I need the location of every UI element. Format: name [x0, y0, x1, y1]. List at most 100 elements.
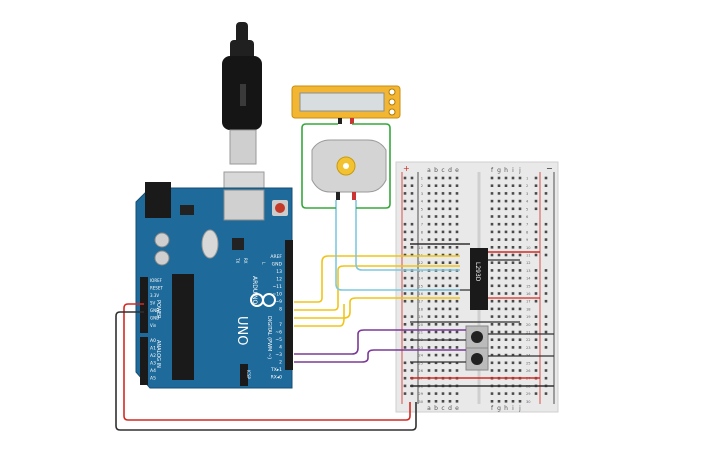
- rail-hole: [544, 253, 548, 257]
- bb-hole: [490, 346, 494, 349]
- bb-hole: [455, 276, 459, 280]
- bb-hole: [518, 215, 522, 218]
- col-letter: e: [455, 405, 459, 412]
- bb-hole: [448, 207, 452, 211]
- rail-hole: [410, 330, 414, 334]
- arduino-uno-board[interactable]: ARDUINO UNO DIGITAL (PWM ~) POWER ANALOG…: [135, 182, 293, 389]
- usb-cable[interactable]: [222, 22, 265, 209]
- row-number: 10: [526, 246, 531, 250]
- bb-hole: [504, 207, 508, 211]
- lcd-display[interactable]: [291, 85, 401, 124]
- bb-hole: [434, 215, 438, 218]
- bb-hole: [441, 276, 445, 280]
- bb-hole: [497, 192, 501, 195]
- dc-motor[interactable]: [311, 139, 387, 200]
- bb-hole: [448, 176, 452, 180]
- bb-hole: [504, 253, 508, 257]
- bb-hole: [441, 184, 445, 187]
- rail-hole: [410, 238, 414, 241]
- rail-hole: [403, 369, 407, 372]
- ic-label: L293D: [474, 262, 481, 282]
- rail-hole: [544, 269, 548, 272]
- bb-hole: [504, 400, 508, 403]
- bb-hole: [497, 222, 501, 226]
- bb-hole: [490, 284, 494, 288]
- bb-hole: [490, 330, 494, 334]
- pin-label: 5V: [150, 301, 156, 306]
- pin-label: 12: [276, 277, 282, 283]
- bb-hole: [518, 199, 522, 203]
- row-number: 6: [526, 215, 529, 219]
- row-number: 18: [418, 307, 423, 311]
- bb-hole: [511, 299, 515, 303]
- bb-hole: [518, 253, 522, 257]
- pin-label: ~10: [273, 292, 283, 298]
- bb-hole: [455, 230, 459, 234]
- rail-hole: [410, 192, 414, 195]
- row-number: 6: [421, 215, 424, 219]
- push-button-1[interactable]: [465, 325, 489, 349]
- bb-hole: [427, 353, 431, 357]
- l293d-ic[interactable]: L293D: [470, 248, 488, 310]
- bb-hole: [455, 315, 459, 318]
- bb-hole: [441, 261, 445, 264]
- bb-hole: [504, 338, 508, 341]
- rail-hole: [534, 276, 538, 280]
- bb-hole: [511, 338, 515, 341]
- rail-hole: [410, 230, 414, 234]
- bb-hole: [490, 299, 494, 303]
- bb-hole: [497, 261, 501, 264]
- bb-hole: [448, 222, 452, 226]
- bb-hole: [427, 246, 431, 249]
- row-number: 14: [526, 277, 531, 281]
- bb-hole: [448, 276, 452, 280]
- bb-hole: [518, 176, 522, 180]
- rail-hole: [403, 299, 407, 303]
- rail-hole: [534, 222, 538, 226]
- rail-hole: [534, 369, 538, 372]
- bb-hole: [490, 222, 494, 226]
- pin-label: 4: [279, 345, 282, 351]
- rail-hole: [403, 330, 407, 334]
- row-number: 1: [526, 177, 528, 181]
- pin-label: GND: [272, 262, 283, 268]
- rail-hole: [544, 361, 548, 365]
- pin-label: A1: [150, 346, 156, 352]
- bb-hole: [441, 323, 445, 326]
- bb-hole: [497, 276, 501, 280]
- rail-hole: [410, 369, 414, 372]
- row-number: 25: [418, 361, 423, 365]
- rail-hole: [410, 346, 414, 349]
- pin-label: RESET: [150, 286, 163, 291]
- bb-hole: [504, 361, 508, 365]
- row-number: 10: [418, 246, 423, 250]
- rail-hole: [544, 246, 548, 249]
- bb-hole: [448, 315, 452, 318]
- row-number: 29: [418, 392, 423, 396]
- rail-plus-label: +: [403, 164, 410, 173]
- bb-hole: [455, 261, 459, 264]
- row-number: 16: [526, 292, 531, 296]
- bb-hole: [504, 192, 508, 195]
- push-button-2[interactable]: [465, 347, 489, 371]
- bb-hole: [441, 315, 445, 318]
- pin-label: AREF: [270, 254, 282, 260]
- bb-hole: [497, 176, 501, 180]
- bb-hole: [427, 184, 431, 187]
- rail-hole: [544, 276, 548, 280]
- rail-hole: [544, 338, 548, 341]
- rail-hole: [534, 230, 538, 234]
- bb-hole: [434, 353, 438, 357]
- bb-hole: [504, 184, 508, 187]
- bb-hole: [518, 230, 522, 234]
- bb-hole: [490, 192, 494, 195]
- bb-hole: [497, 315, 501, 318]
- bb-hole: [518, 353, 522, 357]
- row-number: 15: [526, 284, 531, 288]
- row-number: 17: [526, 300, 531, 304]
- bb-hole: [518, 292, 522, 295]
- rail-hole: [534, 176, 538, 180]
- rail-hole: [544, 222, 548, 226]
- power-header-label: POWER: [155, 300, 161, 319]
- rail-hole: [544, 299, 548, 303]
